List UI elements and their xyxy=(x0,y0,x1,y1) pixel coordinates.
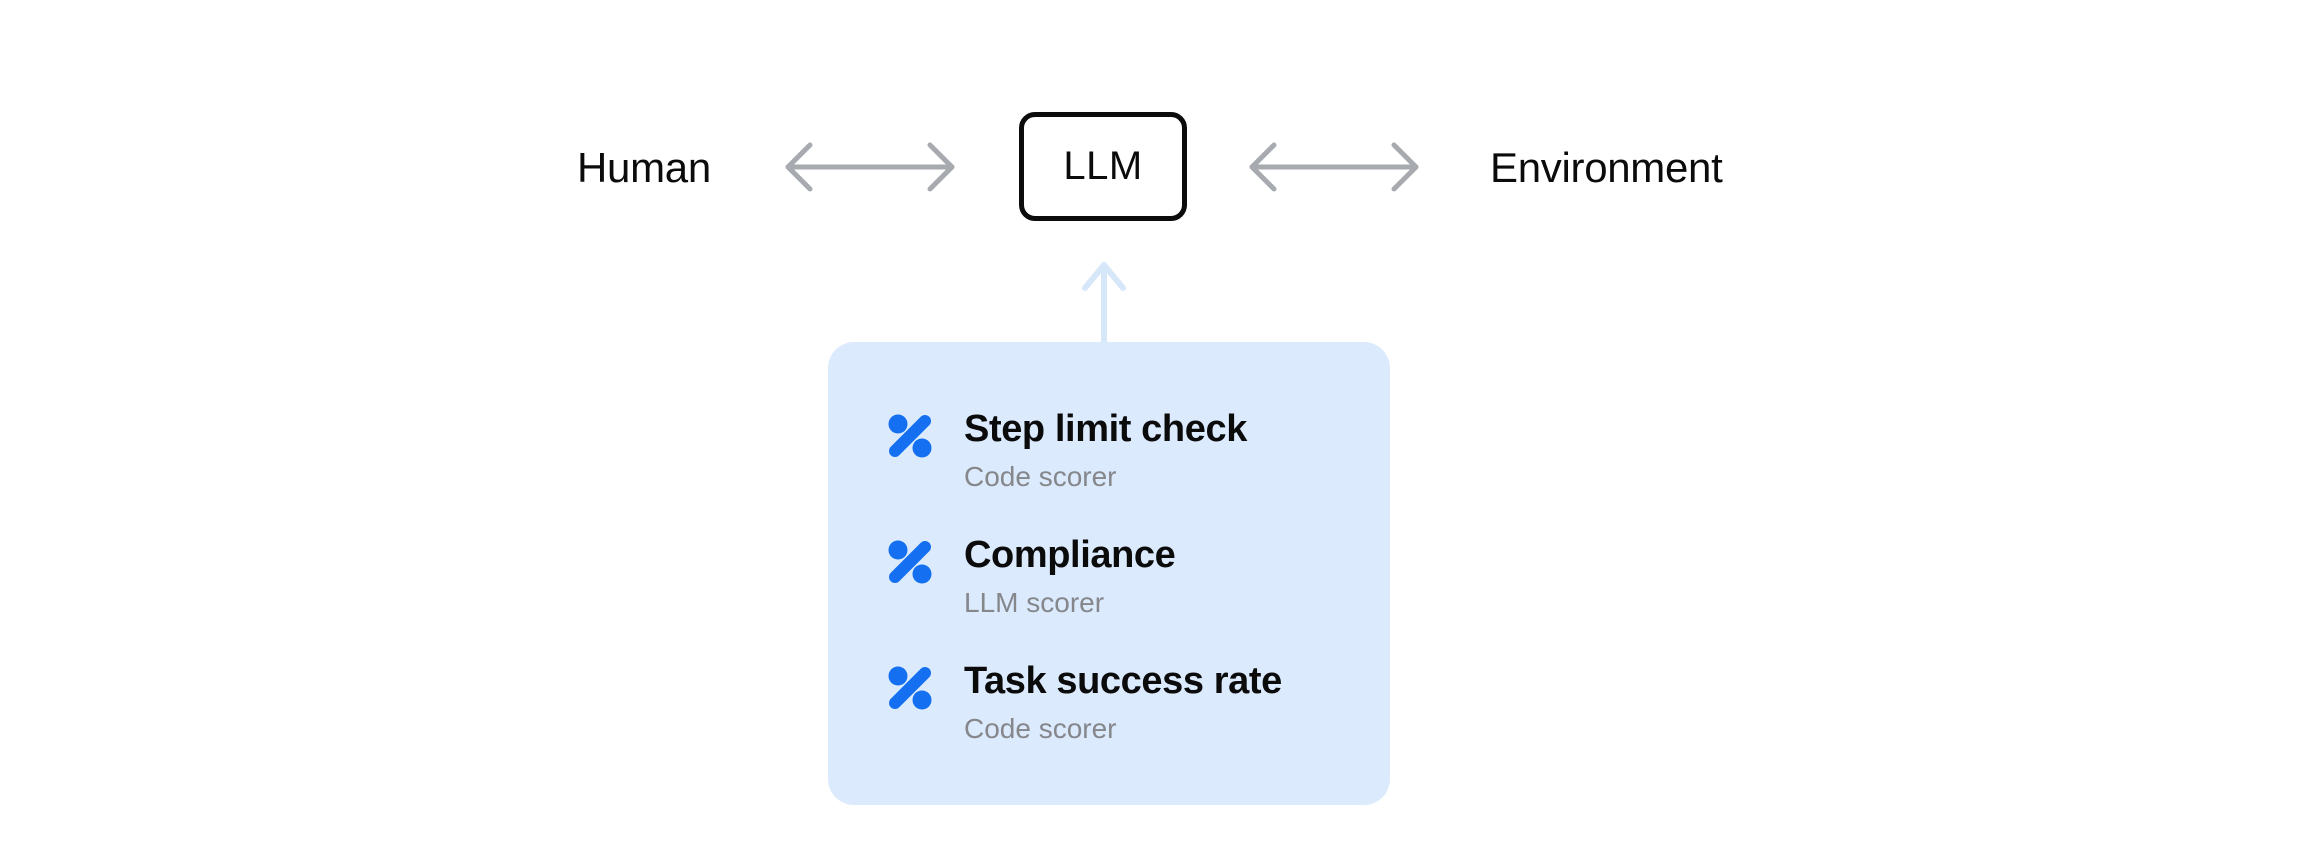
scorer-texts: Step limit check Code scorer xyxy=(964,406,1247,495)
llm-environment-double-arrow-icon xyxy=(1249,142,1419,192)
scorer-title: Task success rate xyxy=(964,660,1282,702)
scorer-row-step-limit-check: Step limit check Code scorer xyxy=(886,406,1350,495)
scorer-texts: Task success rate Code scorer xyxy=(964,658,1282,747)
scorer-row-compliance: Compliance LLM scorer xyxy=(886,532,1350,621)
human-llm-double-arrow-icon xyxy=(785,142,955,192)
scorers-card: Step limit check Code scorer Compliance … xyxy=(828,342,1390,805)
percent-icon xyxy=(888,666,932,710)
scorer-subtitle: LLM scorer xyxy=(964,587,1105,618)
scorer-title: Compliance xyxy=(964,534,1176,576)
scorer-texts: Compliance LLM scorer xyxy=(964,532,1176,621)
environment-node-label: Environment xyxy=(1490,144,1723,191)
percent-icon xyxy=(888,414,932,458)
llm-node-label: LLM xyxy=(1063,144,1143,188)
percent-icon xyxy=(888,540,932,584)
llm-node-box: LLM xyxy=(1019,112,1187,221)
scorer-row-task-success-rate: Task success rate Code scorer xyxy=(886,658,1350,747)
scorer-subtitle: Code scorer xyxy=(964,713,1117,744)
scorer-title: Step limit check xyxy=(964,408,1247,450)
card-to-llm-up-arrow-icon xyxy=(1082,262,1126,344)
human-node-label: Human xyxy=(577,144,711,191)
scorer-subtitle: Code scorer xyxy=(964,461,1117,492)
